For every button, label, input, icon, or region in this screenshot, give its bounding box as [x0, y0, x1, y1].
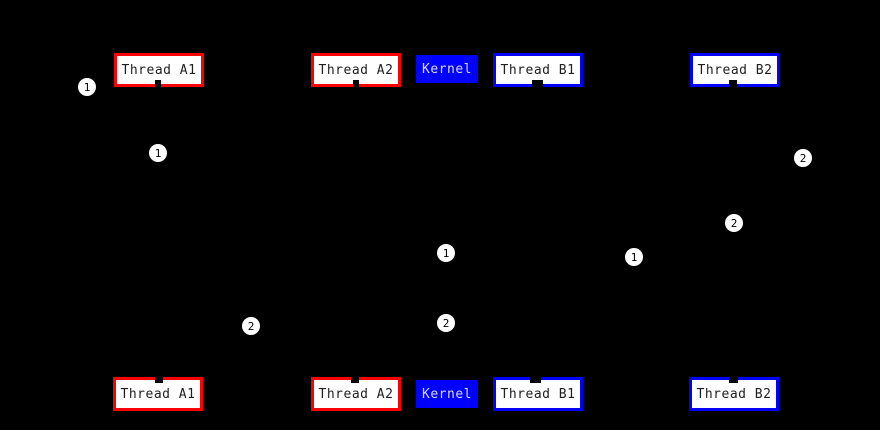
step-marker-1: 1 [78, 78, 96, 96]
step-marker-2: 2 [794, 149, 812, 167]
step-marker-1: 1 [625, 248, 643, 266]
line-notch [729, 377, 738, 383]
step-marker-1: 1 [437, 244, 455, 262]
line-notch [729, 80, 737, 87]
step-marker-1: 1 [149, 144, 167, 162]
step-marker-2: 2 [437, 314, 455, 332]
line-notch [155, 80, 161, 87]
step-marker-2: 2 [725, 214, 743, 232]
line-notch [351, 377, 359, 383]
line-notch [155, 377, 163, 383]
line-notch [532, 80, 543, 87]
kernel-box-top: Kernel [416, 55, 478, 83]
line-notch [353, 80, 359, 87]
line-notch [530, 377, 541, 383]
kernel-box-bottom: Kernel [416, 380, 478, 408]
step-marker-2: 2 [242, 317, 260, 335]
